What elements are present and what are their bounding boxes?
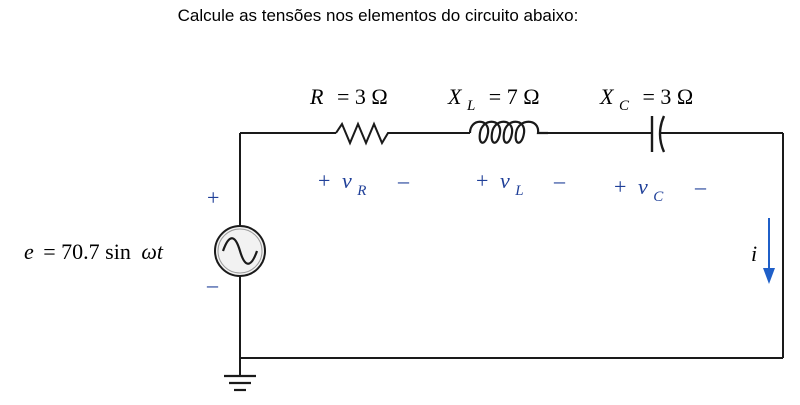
- inductor-symbol: X: [447, 84, 463, 109]
- source-plus: +: [207, 185, 219, 210]
- vc-minus: –: [694, 174, 707, 199]
- source-label-rhs: = 70.7 sin: [43, 239, 131, 264]
- vl-subscript: L: [514, 183, 523, 199]
- vc-label: v C: [638, 174, 664, 205]
- capacitor-label: X C = 3 Ω: [599, 84, 693, 115]
- capacitor-symbol: X: [599, 84, 615, 109]
- vr-label: v R: [342, 168, 366, 199]
- ground-icon: [224, 374, 256, 392]
- capacitor-value: = 3 Ω: [642, 84, 693, 109]
- vl-plus: +: [476, 168, 488, 193]
- source-label: e = 70.7 sin ωt: [24, 239, 164, 264]
- current-label: i: [751, 241, 757, 266]
- resistor-symbol: R: [309, 84, 324, 109]
- capacitor-icon: [650, 115, 666, 153]
- vc-subscript: C: [653, 189, 664, 205]
- inductor-icon: [468, 120, 548, 144]
- vl-label: v L: [500, 168, 524, 199]
- vl-minus: –: [553, 168, 566, 193]
- capacitor-subscript: C: [619, 98, 630, 114]
- prompt-text: Calcule as tensões nos elementos do circ…: [177, 6, 579, 25]
- resistor-icon: [335, 121, 392, 146]
- vl-symbol: v: [500, 168, 510, 193]
- vr-plus: +: [318, 168, 330, 193]
- ac-source-icon: [214, 225, 266, 277]
- source-label-e: e: [24, 239, 34, 264]
- current-arrow-icon: [763, 218, 775, 284]
- inductor-value: = 7 Ω: [489, 84, 540, 109]
- inductor-label: X L = 7 Ω: [447, 84, 540, 115]
- vr-subscript: R: [356, 183, 366, 199]
- vc-symbol: v: [638, 174, 648, 199]
- source-minus: –: [206, 272, 219, 297]
- vr-symbol: v: [342, 168, 352, 193]
- inductor-subscript: L: [466, 98, 475, 114]
- vc-plus: +: [614, 174, 626, 199]
- wires: [239, 132, 784, 375]
- source-label-omega-t: ωt: [141, 239, 164, 264]
- resistor-label: R = 3 Ω: [309, 84, 388, 109]
- vr-minus: –: [397, 168, 410, 193]
- resistor-value: = 3 Ω: [337, 84, 388, 109]
